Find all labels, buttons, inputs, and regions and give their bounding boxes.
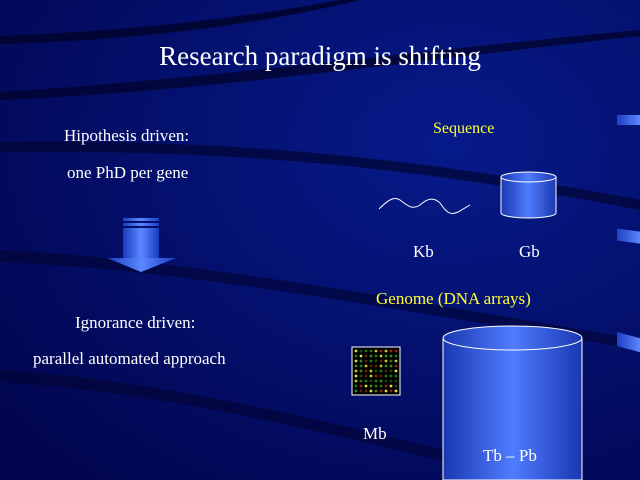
microarray-spot (384, 349, 388, 353)
microarray-spot (389, 389, 393, 393)
microarray-spot (359, 364, 363, 368)
microarray-spot (374, 349, 378, 353)
microarray-spot (379, 384, 383, 388)
microarray-spot (374, 374, 378, 378)
dna-microarray-icon (351, 346, 401, 396)
microarray-spot (369, 349, 373, 353)
microarray-spot (369, 369, 373, 373)
microarray-spot (364, 369, 368, 373)
slide-title: Research paradigm is shifting (159, 41, 481, 71)
large-database-cylinder-icon (442, 325, 583, 480)
microarray-spot (364, 359, 368, 363)
microarray-spot (374, 389, 378, 393)
microarray-spot (384, 384, 388, 388)
microarray-spot (389, 369, 393, 373)
microarray-spot (374, 364, 378, 368)
microarray-spot (384, 389, 388, 393)
microarray-spot (379, 374, 383, 378)
microarray-spot (394, 364, 398, 368)
microarray-spot (374, 379, 378, 383)
genome-label: Genome (DNA arrays) (376, 289, 531, 308)
microarray-spot (389, 379, 393, 383)
microarray-spot (354, 354, 358, 358)
microarray-spot (374, 369, 378, 373)
microarray-spot (364, 364, 368, 368)
microarray-spot (394, 389, 398, 393)
microarray-spot (384, 374, 388, 378)
microarray-spot (359, 374, 363, 378)
microarray-spot (359, 359, 363, 363)
microarray-spot (354, 384, 358, 388)
gb-label: Gb (519, 242, 540, 261)
microarray-spot (359, 369, 363, 373)
microarray-spot (359, 379, 363, 383)
microarray-spot (359, 389, 363, 393)
kb-label: Kb (413, 242, 434, 261)
microarray-spot (374, 354, 378, 358)
microarray-spot (369, 374, 373, 378)
microarray-spot (364, 389, 368, 393)
microarray-spot (384, 359, 388, 363)
microarray-spot (369, 379, 373, 383)
microarray-spot (379, 389, 383, 393)
down-arrow-icon (107, 218, 176, 272)
microarray-spot (354, 379, 358, 383)
microarray-spot (379, 379, 383, 383)
microarray-spot (389, 364, 393, 368)
tb-pb-label: Tb – Pb (483, 446, 537, 465)
microarray-spot (379, 354, 383, 358)
microarray-spot (354, 374, 358, 378)
ignorance-detail: parallel automated approach (33, 349, 226, 368)
microarray-spot (389, 359, 393, 363)
microarray-spot (389, 354, 393, 358)
microarray-spot (394, 369, 398, 373)
microarray-spot (394, 349, 398, 353)
microarray-spot (374, 384, 378, 388)
microarray-spot (354, 359, 358, 363)
microarray-spot (384, 364, 388, 368)
microarray-spot (379, 369, 383, 373)
sequence-label: Sequence (433, 120, 495, 137)
small-database-cylinder-icon (500, 171, 557, 219)
microarray-spot (384, 354, 388, 358)
mb-label: Mb (363, 424, 387, 443)
hypothesis-heading: Hipothesis driven: (64, 126, 190, 145)
microarray-spot (354, 369, 358, 373)
microarray-spot (369, 384, 373, 388)
microarray-spot (359, 354, 363, 358)
microarray-spot (364, 349, 368, 353)
microarray-spot (374, 359, 378, 363)
microarray-spot (364, 379, 368, 383)
microarray-spot (369, 354, 373, 358)
microarray-spot (359, 384, 363, 388)
microarray-spot (394, 359, 398, 363)
microarray-spot (354, 349, 358, 353)
microarray-spot (389, 349, 393, 353)
microarray-spot (394, 354, 398, 358)
microarray-spot (394, 379, 398, 383)
ignorance-heading: Ignorance driven: (75, 313, 196, 332)
microarray-spot (379, 364, 383, 368)
microarray-spot (359, 349, 363, 353)
microarray-spot (354, 364, 358, 368)
sequence-wave-icon (378, 197, 471, 215)
microarray-spot (389, 374, 393, 378)
microarray-spot (379, 359, 383, 363)
microarray-spot (354, 389, 358, 393)
microarray-spot (369, 359, 373, 363)
microarray-spot (394, 384, 398, 388)
microarray-spot (389, 384, 393, 388)
microarray-spot (384, 379, 388, 383)
microarray-spot (364, 354, 368, 358)
microarray-spot (364, 374, 368, 378)
microarray-spot (369, 364, 373, 368)
microarray-spot (384, 369, 388, 373)
microarray-spot (364, 384, 368, 388)
microarray-spot (379, 349, 383, 353)
microarray-spot (369, 389, 373, 393)
microarray-spot (394, 374, 398, 378)
hypothesis-detail: one PhD per gene (67, 163, 189, 182)
